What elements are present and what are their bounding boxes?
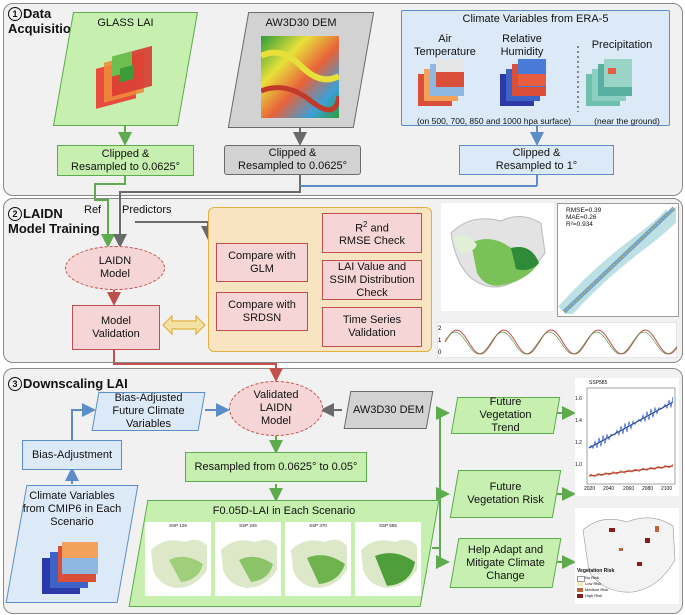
clip-resample-dem: Clipped &Resampled to 0.0625° [224, 145, 361, 175]
air-temperature-stack [418, 59, 464, 106]
time-series-plot: 2 1 0 [437, 322, 677, 358]
svg-text:1: 1 [438, 338, 442, 344]
cmip6-source: Climate Variables from CMIP6 in Each Sce… [5, 485, 139, 603]
lai-ssim-check: LAI Value and SSIM Distribution Check [322, 260, 422, 300]
laidn-model: LAIDN Model [65, 246, 165, 290]
future-vegetation-risk: Future Vegetation Risk [449, 470, 562, 518]
aw3d30-dem-source: AW3D30 DEM [227, 12, 375, 128]
glass-lai-source: GLASS LAI [52, 12, 199, 126]
resampled-box: Resampled from 0.0625° to 0.05° [185, 452, 367, 482]
bias-adjusted-climate-variables: Bias-Adjusted Future Climate Variables [91, 392, 206, 431]
ref-label: Ref [84, 204, 102, 216]
f005d-lai-panel: F0.05D-LAI in Each Scenario [128, 500, 440, 607]
glass-lai-stack-image [96, 45, 152, 109]
model-validation: Model Validation [72, 305, 160, 350]
future-vegetation-trend: Future Vegetation Trend [450, 396, 561, 434]
compare-srdsn: Compare with SRDSN [216, 292, 308, 331]
validated-laidn-model: Validated LAIDN Model [229, 381, 323, 436]
scenario-map: SSP 126 [145, 522, 211, 596]
compare-glm: Compare with GLM [216, 243, 308, 282]
relative-humidity-stack [500, 59, 546, 106]
clip-resample-era5: Clipped &Resampled to 1° [459, 145, 614, 175]
svg-text:0: 0 [438, 350, 442, 356]
bias-adjustment: Bias-Adjustment [22, 440, 122, 470]
scatter-plot: RMSE=0.39 MAE=0.26 R²=0.934 [557, 203, 679, 317]
r2-rmse-check: R2 and RMSE Check [322, 213, 422, 253]
lai-map-image [441, 203, 554, 311]
svg-text:2: 2 [438, 326, 442, 332]
precipitation-stack [586, 59, 632, 106]
cmip6-stack-image [42, 542, 98, 594]
scenario-map: SSP 245 [215, 522, 281, 596]
vegetation-trend-chart: SSP585 1.6 1.4 1.2 1.0 2020 2040 2060 20… [575, 378, 679, 496]
vegetation-risk-map: Vegetation Risk No Risk Low Risk Medium … [575, 508, 679, 604]
aw3d30-dem-input: AW3D30 DEM [343, 391, 434, 429]
help-adapt-mitigate: Help Adapt and Mitigate Climate Change [449, 538, 562, 588]
scenario-map: SSP 585 [355, 522, 421, 596]
dem-image [261, 36, 339, 118]
predictors-label: Predictors [122, 204, 172, 216]
scenario-maps: SSP 126 SSP 245 SSP 370 SSP 585 [145, 522, 421, 598]
clip-resample-glass: Clipped &Resampled to 0.0625° [57, 145, 194, 176]
time-series-validation: Time Series Validation [322, 307, 422, 347]
scenario-map: SSP 370 [285, 522, 351, 596]
